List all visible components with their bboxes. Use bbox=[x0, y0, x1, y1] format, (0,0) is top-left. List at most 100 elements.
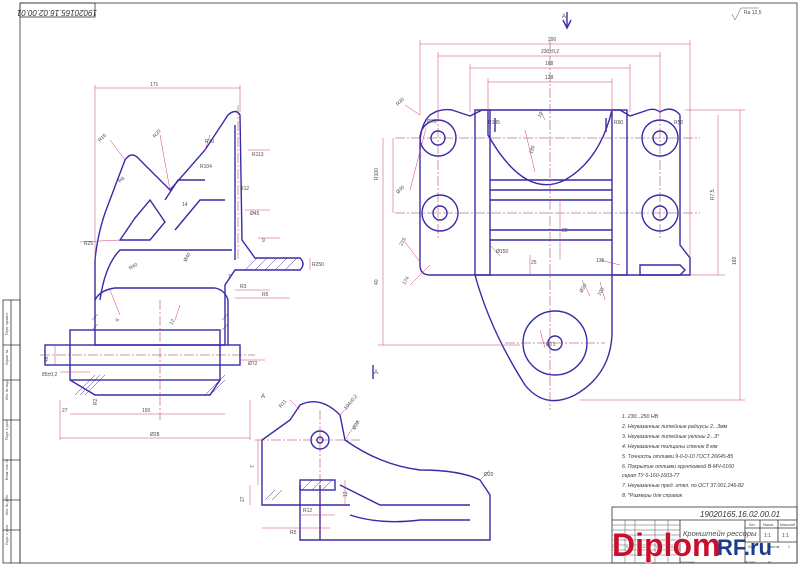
dim-text: 104±0,2 bbox=[343, 393, 359, 411]
dim-text: Ø28 bbox=[150, 432, 160, 438]
side-stamp-label: Подп. и дата bbox=[5, 420, 9, 440]
dim-text: 12 bbox=[343, 491, 349, 497]
title-block-row: № докум. bbox=[637, 545, 650, 549]
title-block-row: Дата bbox=[669, 545, 676, 549]
dim-text: Ø30 bbox=[395, 184, 406, 195]
note-line: 6. Покрытие отливки грунтовкой В-МЧ-0160 bbox=[622, 463, 734, 470]
surface-roughness-mark: Ra 12,5 bbox=[731, 7, 762, 21]
note-line: 3. Неуказанные литейные уклоны 2...3° bbox=[622, 433, 719, 440]
dim-text: 46 bbox=[44, 356, 50, 362]
note-line: серая ТУ 6-160-1603-77 bbox=[622, 473, 681, 479]
dim-text: R25 bbox=[84, 241, 93, 247]
note-line: 7. Неуказанные пред. откл. по ОСТ 37.001… bbox=[622, 483, 744, 489]
dim-text: 14 bbox=[182, 202, 188, 208]
title-block-cell: Масштаб bbox=[780, 523, 795, 527]
dim-text: 27 bbox=[240, 496, 246, 502]
dim-text: R20 bbox=[152, 128, 163, 139]
title-block-cell: 1 bbox=[788, 545, 790, 549]
dim-text: 10 bbox=[537, 111, 545, 119]
title-block: 19020165.16.02.00.01 Кронштейн рессоры Л… bbox=[611, 506, 798, 564]
dim-text: R2 bbox=[93, 398, 99, 405]
dim-text: R10 bbox=[205, 139, 214, 145]
section-markers: A A bbox=[372, 12, 572, 379]
dim-text: R104 bbox=[200, 164, 212, 170]
dim-text: 12 bbox=[169, 318, 177, 326]
dim-text: R30 bbox=[395, 97, 406, 108]
title-block-title: Кронштейн рессоры bbox=[683, 529, 757, 538]
dim-text: 215 bbox=[399, 237, 408, 247]
dim-text: R16 bbox=[97, 133, 108, 144]
watermark-text: Diplom bbox=[612, 527, 720, 563]
dim-text: 40 bbox=[374, 279, 380, 285]
surface-roughness-value: Ra 12,5 bbox=[744, 10, 762, 16]
dim-text: Ø150 bbox=[496, 249, 508, 255]
drawing-code-rotated: 19020165.16.02.00.01 bbox=[17, 8, 97, 17]
dim-text: Ø71 bbox=[546, 342, 556, 348]
technical-notes: 1. 230...250 НВ 2. Неуказанные литейные … bbox=[621, 414, 744, 499]
dim-text: 27 bbox=[62, 408, 68, 414]
title-block-cell: Лит. bbox=[749, 523, 755, 527]
dim-text: R12 bbox=[303, 508, 312, 514]
dim-text: R40 bbox=[128, 262, 139, 272]
section-mark: A bbox=[562, 14, 566, 20]
dim-text: 150 bbox=[142, 408, 151, 414]
note-line: 5. Точность отливки 9-0-0-10 ГОСТ 26645-… bbox=[622, 454, 733, 460]
dim-text: R5 bbox=[290, 530, 297, 536]
dim-text: R3 bbox=[240, 284, 247, 290]
dim-text: R135 bbox=[488, 120, 500, 126]
note-line: 4. Неуказанные толщины стенок 8 мм bbox=[622, 444, 718, 450]
dim-text: 6 bbox=[115, 317, 122, 323]
dim-text: 85±0,2 bbox=[42, 372, 57, 378]
title-block-row: Лист bbox=[626, 545, 633, 549]
dim-text: 7 bbox=[228, 274, 231, 280]
dim-text: 100 bbox=[597, 287, 606, 297]
dim-text: R250 bbox=[312, 262, 324, 268]
dim-text: 160 bbox=[732, 256, 738, 265]
dim-text: R50 bbox=[674, 120, 683, 126]
title-block-cell: 1:1 bbox=[764, 533, 771, 539]
watermark: Diplom RF.ru bbox=[611, 526, 772, 563]
front-view: 290 230±0,2 168 128 R30 Ø70 Ø30 R135 R90… bbox=[374, 37, 745, 410]
dim-text: 9 bbox=[262, 238, 265, 244]
note-line: 8. *Размеры для справок bbox=[622, 493, 683, 499]
dim-text: 168 bbox=[545, 61, 554, 67]
dim-text: 174 bbox=[402, 276, 411, 286]
dim-text: R5 bbox=[262, 292, 269, 298]
dim-text: Ø20 bbox=[579, 283, 589, 294]
dim-text: Ø45 bbox=[250, 211, 260, 217]
side-stamp-label: Инв. № подл. bbox=[5, 379, 9, 400]
title-block-cell: Масса bbox=[763, 523, 773, 527]
section-mark: A bbox=[374, 370, 378, 376]
footer-copied: Копировал bbox=[680, 560, 695, 564]
dim-text: R100 bbox=[374, 168, 380, 180]
dim-text: 171 bbox=[150, 82, 159, 88]
side-view: 171 Ø28 150 R5 R3 R250 46 85±0,2 Ø72 R11… bbox=[40, 82, 324, 440]
title-block-cell: 1:1 bbox=[782, 533, 789, 539]
side-stamp-label: Взам. инв. № bbox=[5, 459, 9, 480]
side-stamp-label: Перв. примен. bbox=[5, 312, 9, 335]
title-block-cell: Лист bbox=[748, 545, 756, 549]
watermark-suffix: RF.ru bbox=[717, 535, 772, 560]
title-block-row: Изм bbox=[613, 545, 619, 549]
dim-text: R113 bbox=[252, 152, 264, 158]
dim-text: R11 bbox=[278, 399, 288, 410]
side-stamp-label: Справ. № bbox=[5, 349, 9, 365]
dim-text: 230±0,2 bbox=[541, 49, 559, 55]
note-line: 2. Неуказанные литейные радиусы 2...3мм bbox=[621, 423, 728, 430]
dim-text: 22 bbox=[562, 228, 568, 234]
title-block-cell: Листов bbox=[768, 545, 780, 549]
dim-text: Ø40 bbox=[183, 252, 193, 263]
title-block-row: Подп. bbox=[656, 545, 664, 549]
dim-text: Ø70 bbox=[427, 119, 437, 125]
dim-text: 290 bbox=[548, 37, 557, 43]
dim-text: R12 bbox=[240, 186, 249, 192]
dim-text: Ø72 bbox=[248, 361, 258, 367]
dim-text: 135 bbox=[596, 258, 605, 264]
view-label: A bbox=[261, 394, 265, 400]
dim-text: R8 bbox=[117, 176, 126, 185]
dim-text: R90 bbox=[614, 120, 623, 126]
view-a: A R11 104±0,2 Ø28 27 7 R5 R12 Ø20 bbox=[240, 393, 494, 541]
dim-text: R7,5 bbox=[710, 189, 716, 200]
